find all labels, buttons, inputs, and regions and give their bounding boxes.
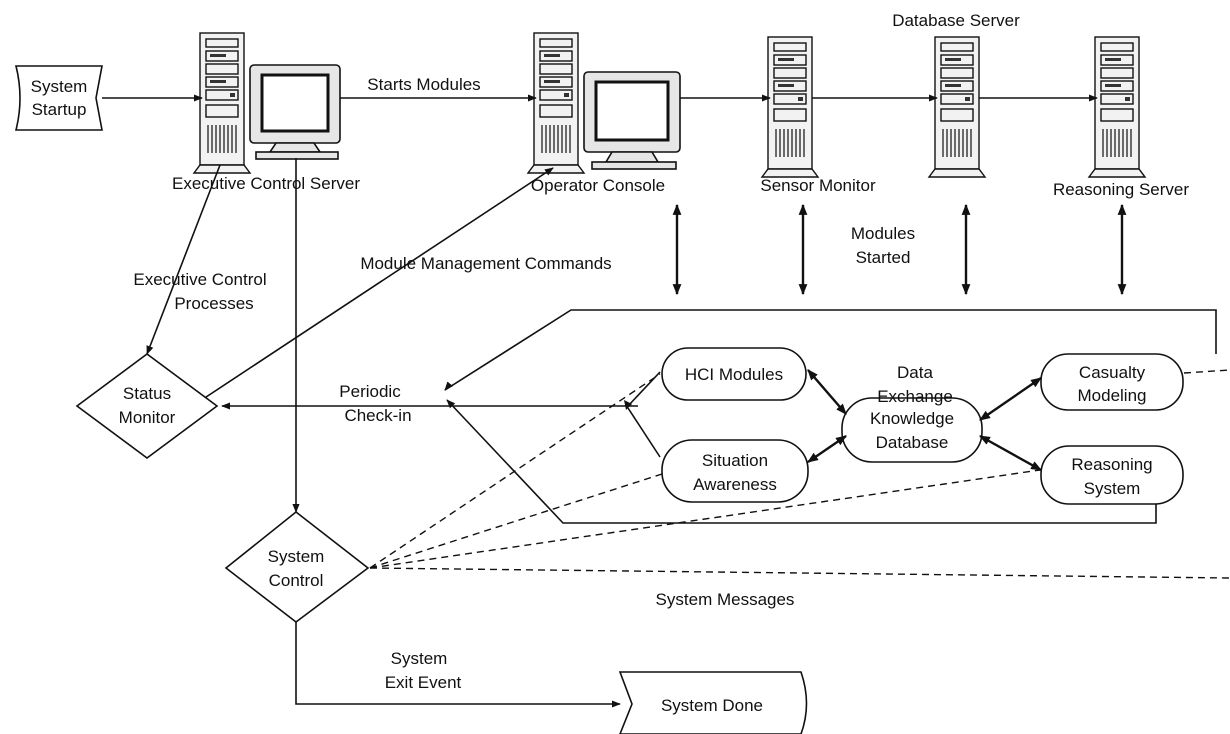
system-exit-event-label-2: Exit Event bbox=[385, 673, 462, 692]
modules-boundary-loop bbox=[444, 309, 1217, 391]
system-control-label-2: Control bbox=[269, 571, 324, 590]
msg-to-hci bbox=[369, 373, 661, 569]
modules-boundary-arrowhead-top bbox=[444, 381, 453, 391]
system-messages-label: System Messages bbox=[656, 590, 795, 609]
database-server-label: Database Server bbox=[892, 11, 1020, 30]
system-startup-label: System bbox=[31, 77, 88, 96]
status-monitor-node: Status Monitor bbox=[75, 353, 219, 459]
hci-checkin-link bbox=[627, 371, 661, 407]
system-exit-arrow bbox=[295, 622, 621, 708]
casualty-modeling-label: Casualty bbox=[1079, 363, 1146, 382]
msg-to-situation bbox=[369, 473, 663, 569]
data-exchange-label: Data bbox=[897, 363, 933, 382]
sensor-monitor-label: Sensor Monitor bbox=[760, 176, 876, 195]
hci-modules-label: HCI Modules bbox=[685, 365, 783, 384]
casualty-external-link bbox=[1183, 369, 1230, 374]
executive-control-processes-label: Executive Control bbox=[133, 270, 266, 289]
situation-knowledge-exchange bbox=[807, 435, 847, 463]
knowledge-database-label-2: Database bbox=[876, 433, 949, 452]
periodic-check-in-label-2: Check-in bbox=[344, 406, 411, 425]
executive-control-server-computer bbox=[193, 32, 341, 174]
modules-started-label-2: Started bbox=[856, 248, 911, 267]
operator-console-label: Operator Console bbox=[531, 176, 665, 195]
database-server-computer bbox=[928, 36, 986, 178]
reasoning-system-label: Reasoning bbox=[1071, 455, 1152, 474]
system-startup-label-2: Startup bbox=[32, 100, 87, 119]
executive-control-processes-label-2: Processes bbox=[174, 294, 253, 313]
starts-modules-label: Starts Modules bbox=[367, 75, 480, 94]
executive-control-processes-arrow bbox=[146, 164, 221, 355]
periodic-check-in-label: Periodic bbox=[339, 382, 401, 401]
msg-to-reasoning bbox=[369, 469, 1041, 569]
situation-awareness-node: Situation Awareness bbox=[661, 439, 809, 503]
casualty-modeling-label-2: Modeling bbox=[1078, 386, 1147, 405]
status-monitor-label-2: Monitor bbox=[119, 408, 176, 427]
operator-console-computer bbox=[527, 32, 681, 174]
reasoning-knowledge-exchange bbox=[979, 434, 1042, 472]
system-control-node: System Control bbox=[224, 510, 370, 624]
system-done-label: System Done bbox=[661, 696, 763, 715]
executive-control-server-label: Executive Control Server bbox=[172, 174, 360, 193]
situation-awareness-label-2: Awareness bbox=[693, 475, 777, 494]
knowledge-database-node: Knowledge Database bbox=[841, 397, 983, 463]
reasoning-server-label: Reasoning Server bbox=[1053, 180, 1189, 199]
hci-knowledge-exchange bbox=[807, 369, 847, 415]
reasoning-system-label-2: System bbox=[1084, 479, 1141, 498]
situation-checkin-link bbox=[627, 407, 661, 458]
module-management-commands-label: Module Management Commands bbox=[360, 254, 611, 273]
knowledge-database-label: Knowledge bbox=[870, 409, 954, 428]
reasoning-server-computer bbox=[1088, 36, 1146, 178]
system-startup-node: System Startup bbox=[14, 65, 103, 131]
hci-modules-node: HCI Modules bbox=[661, 347, 807, 401]
status-monitor-label: Status bbox=[123, 384, 171, 403]
sensor-monitor-computer bbox=[761, 36, 819, 178]
system-done-node: System Done bbox=[618, 671, 808, 734]
data-exchange-label-2: Exchange bbox=[877, 387, 953, 406]
situation-awareness-label: Situation bbox=[702, 451, 768, 470]
system-control-label: System bbox=[268, 547, 325, 566]
system-exit-event-label: System bbox=[391, 649, 448, 668]
reasoning-system-node: Reasoning System bbox=[1040, 445, 1184, 505]
msg-to-external bbox=[369, 567, 1230, 579]
casualty-knowledge-exchange bbox=[979, 377, 1042, 421]
reasoning-system-return-loop bbox=[446, 399, 1157, 524]
module-management-commands-arrow bbox=[196, 167, 554, 404]
modules-started-label: Modules bbox=[851, 224, 915, 243]
casualty-modeling-node: Casualty Modeling bbox=[1040, 353, 1184, 411]
